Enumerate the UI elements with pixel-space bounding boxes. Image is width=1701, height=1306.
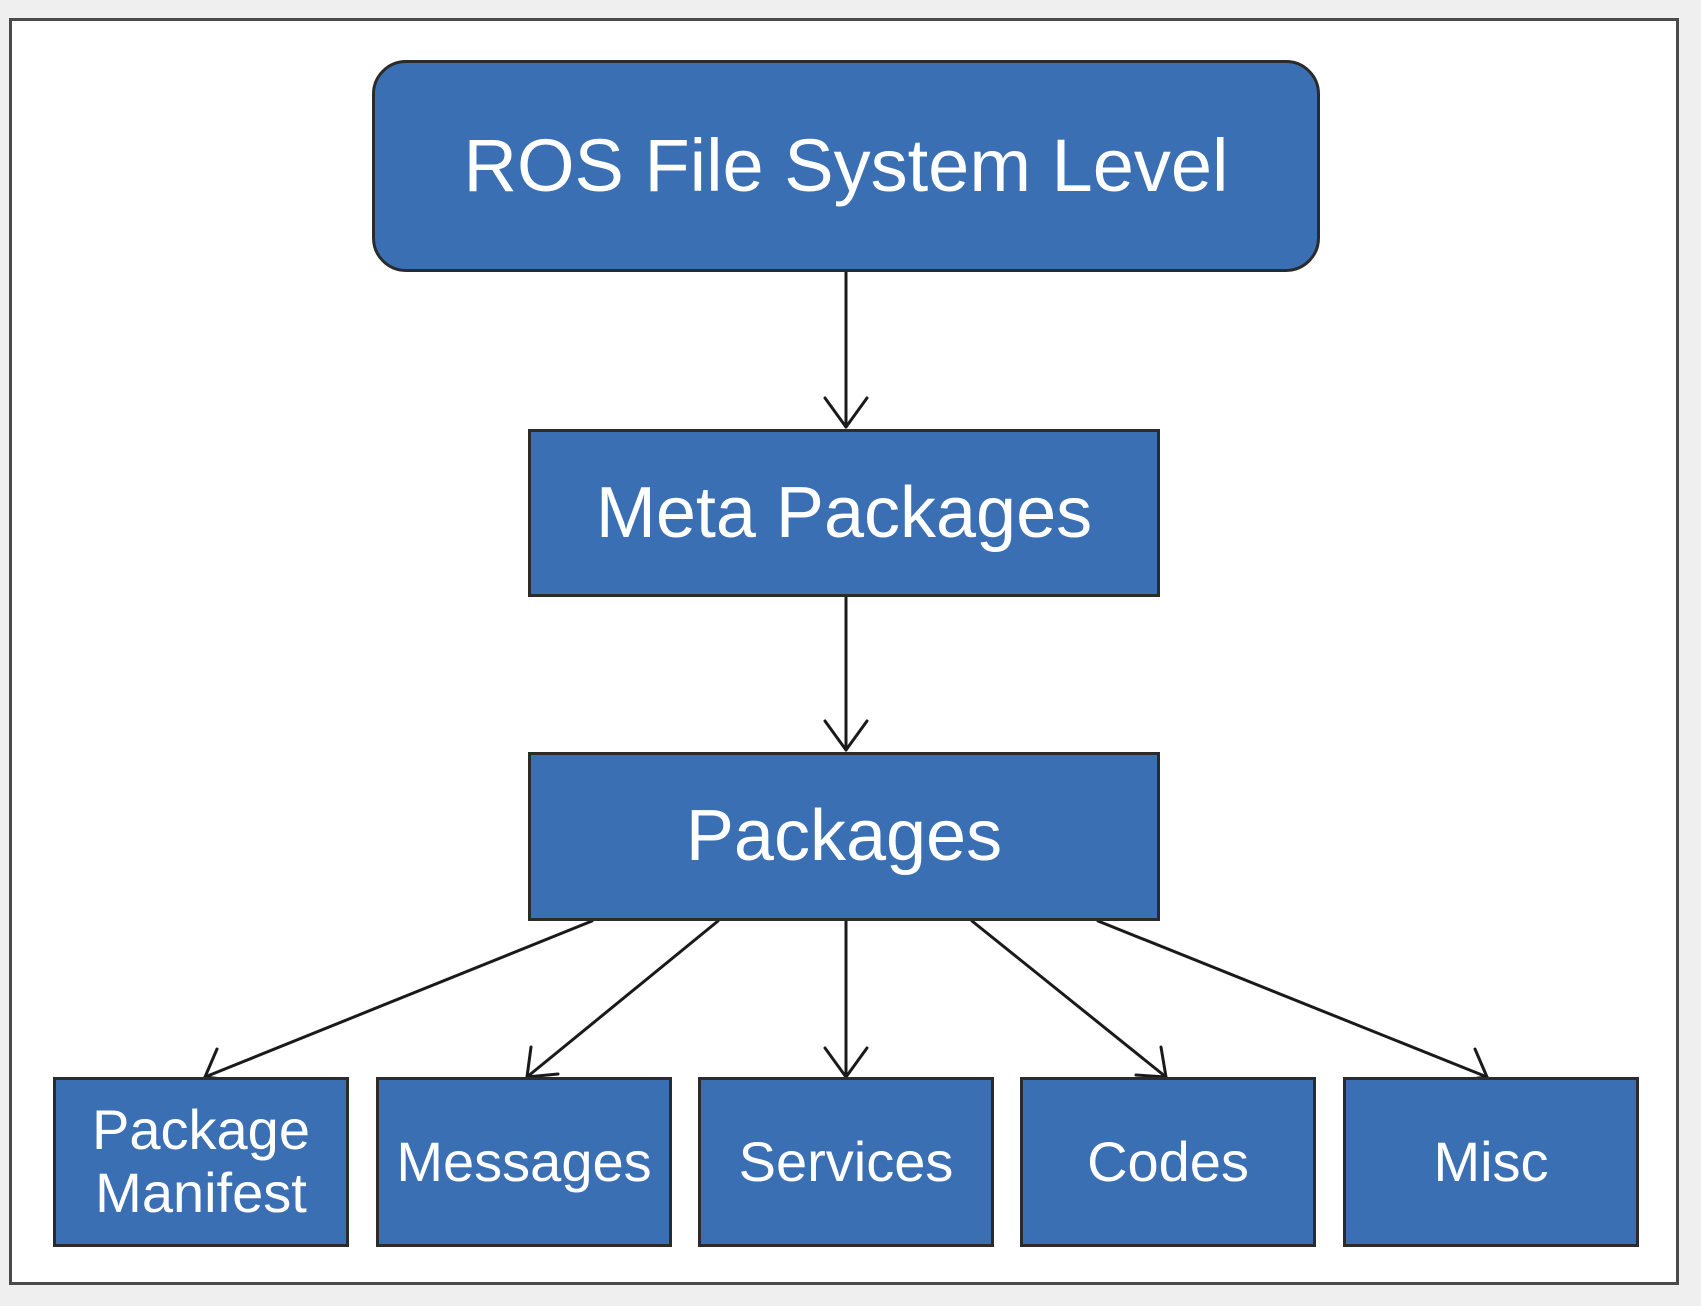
codes-node: Codes (1020, 1077, 1316, 1247)
messages-label: Messages (396, 1129, 652, 1193)
ros-file-system-level-label: ROS File System Level (463, 123, 1229, 207)
codes-label: Codes (1087, 1129, 1249, 1193)
arrow-packages-to-manifest (203, 919, 594, 1079)
services-node: Services (698, 1077, 994, 1247)
packages-label: Packages (685, 796, 1003, 877)
package-manifest-label: Package Manifest (92, 1098, 310, 1224)
messages-node: Messages (376, 1077, 672, 1247)
packages-node: Packages (528, 752, 1160, 921)
arrow-packages-to-misc (1096, 919, 1489, 1079)
meta-packages-node: Meta Packages (528, 429, 1160, 597)
misc-node: Misc (1343, 1077, 1639, 1247)
misc-label: Misc (1433, 1129, 1549, 1193)
arrowhead-root-to-meta (823, 396, 869, 429)
package-manifest-node: Package Manifest (53, 1077, 349, 1247)
arrow-packages-to-codes (970, 919, 1168, 1079)
arrowhead-meta-to-packages (823, 719, 869, 752)
ros-file-system-level-node: ROS File System Level (372, 60, 1320, 272)
arrow-packages-to-messages (525, 919, 720, 1079)
meta-packages-label: Meta Packages (595, 472, 1093, 553)
services-label: Services (738, 1129, 954, 1193)
